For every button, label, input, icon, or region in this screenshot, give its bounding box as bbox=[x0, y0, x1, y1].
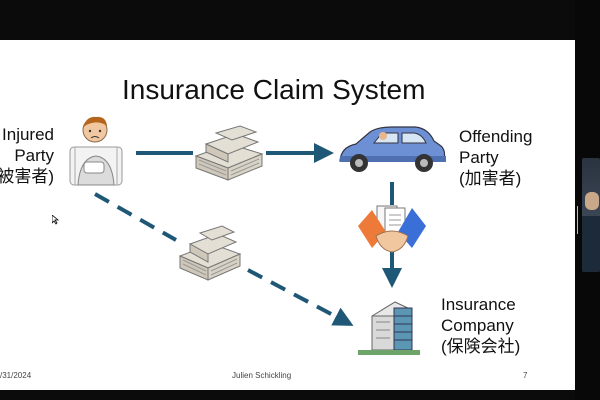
slide-footer-author: Julien Schickling bbox=[232, 371, 292, 380]
insurer-label-line2: Company bbox=[441, 316, 514, 335]
offending-label-line3: (加害者) bbox=[459, 169, 522, 188]
injured-label-line1: Injured bbox=[2, 125, 54, 144]
slide-title: Insurance Claim System bbox=[122, 74, 426, 105]
injured-party-label: Injured Party 被害者) bbox=[0, 124, 54, 187]
offending-party-label: Offending Party (加害者) bbox=[459, 126, 532, 189]
mouse-cursor-icon bbox=[52, 215, 60, 225]
panel-resize-handle[interactable] bbox=[577, 206, 580, 234]
offending-label-line2: Party bbox=[459, 148, 499, 167]
insurance-company-label: Insurance Company (保険会社) bbox=[441, 294, 520, 357]
dashed-arrow-injured-to-money bbox=[94, 192, 177, 242]
handshake-icon bbox=[358, 205, 426, 253]
diagram bbox=[69, 116, 446, 355]
office-building-icon bbox=[358, 301, 420, 355]
money-stack-icon bbox=[194, 125, 264, 181]
injured-label-line3: 被害者) bbox=[0, 167, 54, 186]
slide-footer-date: /31/2024 bbox=[0, 371, 32, 380]
injured-person-icon bbox=[69, 116, 123, 186]
participant-video-tile[interactable] bbox=[582, 158, 600, 272]
injured-label-line2: Party bbox=[14, 146, 54, 165]
slide-page-number: 7 bbox=[523, 371, 528, 380]
car-icon bbox=[339, 126, 446, 172]
dashed-arrow-money-to-insurer bbox=[247, 268, 354, 326]
presentation-slide: Insurance Claim System Injured Party 被害者… bbox=[0, 40, 575, 390]
insurer-label-line1: Insurance bbox=[441, 295, 516, 314]
money-stack-icon bbox=[178, 225, 242, 281]
participant-face bbox=[585, 192, 599, 210]
offending-label-line1: Offending bbox=[459, 127, 533, 146]
insurer-label-line3: (保険会社) bbox=[441, 337, 521, 356]
participant-shirt bbox=[582, 216, 600, 272]
